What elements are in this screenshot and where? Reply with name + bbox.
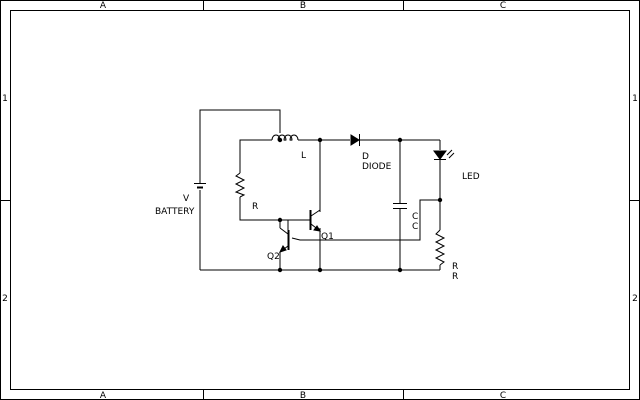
junction-dot xyxy=(317,267,323,273)
resistor-r-label: R xyxy=(252,202,258,212)
capacitor-symbol xyxy=(393,203,407,209)
load-resistor-name-label: R xyxy=(452,272,458,282)
zone-row-1-right: 1 xyxy=(632,94,638,104)
led-ray-2 xyxy=(448,152,455,159)
inductor-ref-label: L xyxy=(301,151,306,161)
q1-label: Q1 xyxy=(321,232,334,242)
q2-label: Q2 xyxy=(267,252,280,262)
wire-battery-top xyxy=(199,109,281,183)
zone-col-a-bottom: A xyxy=(100,391,107,400)
wire-feedback xyxy=(291,199,440,241)
resistor-r-zigzag xyxy=(234,172,246,198)
junction-dot xyxy=(277,137,283,143)
wires xyxy=(199,109,441,271)
led-symbol xyxy=(433,149,455,160)
led-triangle xyxy=(433,150,447,160)
junction-dot xyxy=(397,137,403,143)
capacitor-name-label: C xyxy=(412,222,418,232)
zone-col-c-top: C xyxy=(500,1,506,11)
inductor-coils xyxy=(271,134,299,141)
junction-dot xyxy=(317,137,323,143)
diode-triangle xyxy=(350,134,360,146)
diode-symbol xyxy=(350,134,360,146)
diode-name-label: DIODE xyxy=(362,162,392,172)
zone-col-c-bottom: C xyxy=(500,391,506,400)
q1-emitter-arrow xyxy=(313,225,321,232)
diode-ref-label: D xyxy=(362,152,369,162)
junction-dot xyxy=(277,267,283,273)
load-resistor-zigzag xyxy=(434,229,446,266)
resistor-r-symbol xyxy=(234,172,246,198)
junctions xyxy=(277,137,443,273)
inductor-symbol xyxy=(271,134,299,141)
zone-row-2-left: 2 xyxy=(2,294,8,304)
zone-col-a-top: A xyxy=(100,1,107,11)
junction-dot xyxy=(277,217,283,223)
zone-row-1-left: 1 xyxy=(2,94,8,104)
wire-inductor-to-r xyxy=(239,139,272,173)
load-resistor-ref-label: R xyxy=(452,262,458,272)
zone-col-b-bottom: B xyxy=(300,391,306,400)
q2-collector-leg xyxy=(279,227,289,235)
wire-r-to-q1-base xyxy=(239,197,310,221)
zone-row-2-right: 2 xyxy=(632,294,638,304)
load-resistor-symbol xyxy=(434,229,446,266)
junction-dot xyxy=(397,267,403,273)
q2-emitter-arrow xyxy=(279,245,287,253)
battery-name-label: BATTERY xyxy=(155,207,195,217)
transistor-q1-symbol xyxy=(309,209,321,232)
junction-dot xyxy=(437,197,443,203)
capacitor-ref-label: C xyxy=(412,212,418,222)
battery-symbol xyxy=(194,183,206,189)
zone-col-b-top: B xyxy=(300,1,306,11)
led-name-label: LED xyxy=(462,172,480,182)
battery-ref-label: V xyxy=(183,194,190,204)
led-ray-1 xyxy=(446,149,453,156)
q1-collector-leg xyxy=(310,209,321,217)
transistor-q2-symbol xyxy=(279,220,290,253)
